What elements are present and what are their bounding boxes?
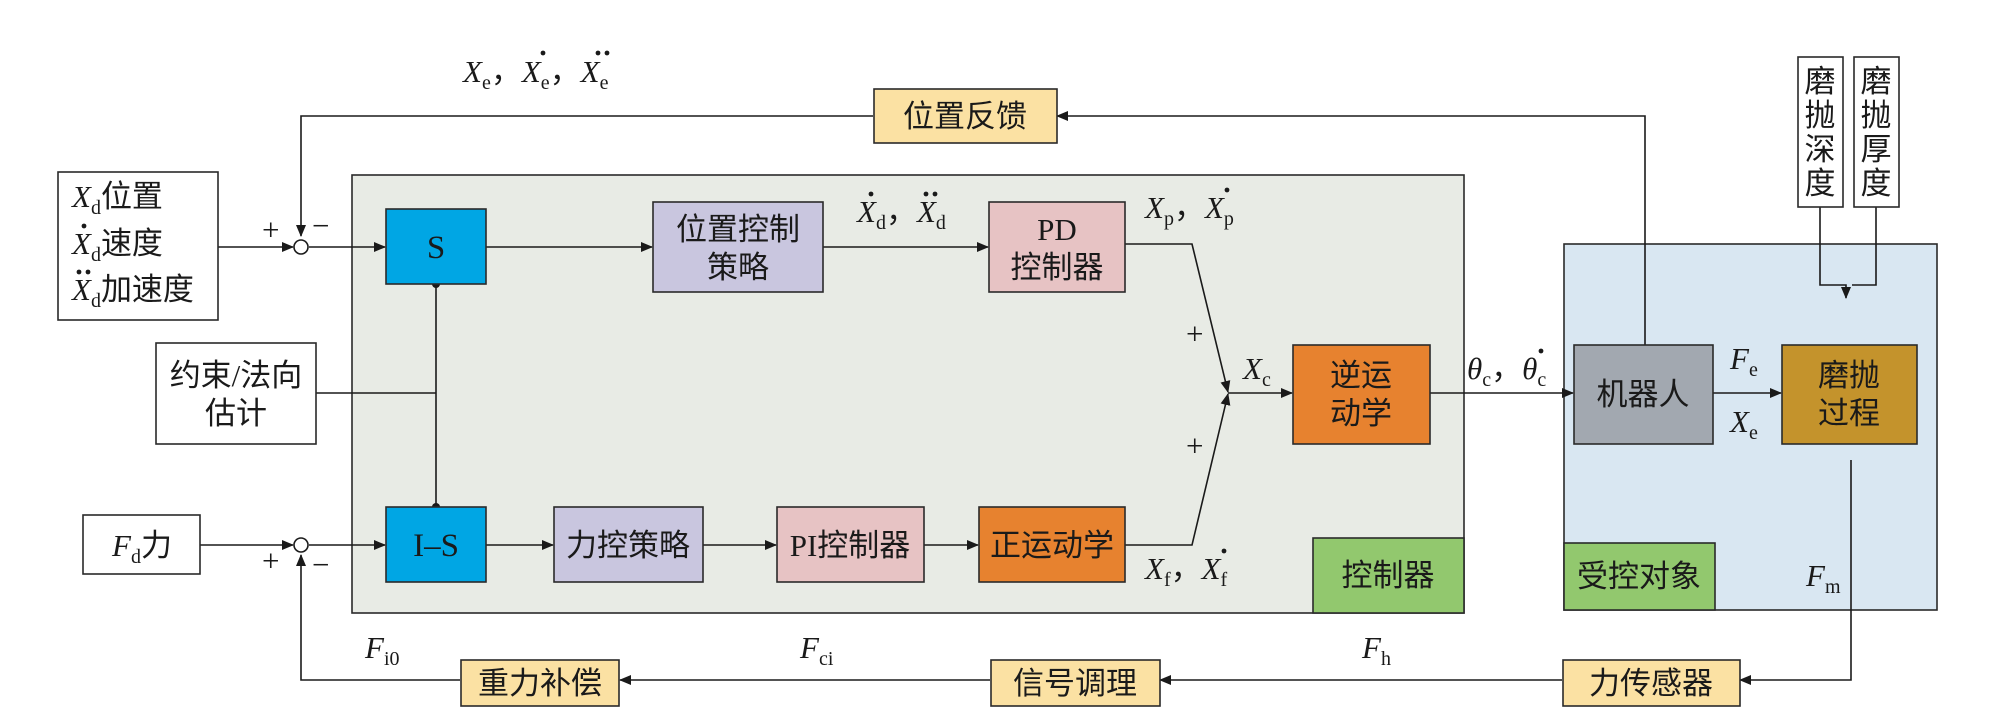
controller-label: 控制器 [1342,558,1435,593]
svg-text:Xd，Xd: Xd，Xd [855,194,946,234]
xc-label: Xc [1241,351,1271,391]
thickness-to-grind [1852,207,1877,286]
robot-to-pos-feedback [1056,111,1646,345]
thickness-char-1: 磨 [1861,64,1892,99]
position-feedback-label: 位置反馈 [903,99,1027,134]
fci-label: Fci [799,630,834,670]
pd-label-1: PD [1037,212,1077,247]
pi-label: PI控制器 [790,528,911,563]
grinding-label-1: 磨抛 [1818,358,1880,393]
sum2-minus: − [312,547,329,582]
forward-kinematics-block: 正运动学 [978,506,1126,583]
fd-text: Fd力 [111,528,172,568]
fi0-label: Fi0 [364,630,400,670]
xd-acc-text: Xd加速度 [70,272,194,312]
theta-label: θc，θc [1467,348,1546,391]
fm-label: Fm [1805,558,1841,598]
gravity-compensation-block: 重力补偿 [460,659,620,707]
svg-text:Xe，Xe，Xe: Xe，Xe，Xe [461,54,609,94]
thickness-char-4: 度 [1861,166,1892,201]
svg-text:Xp，Xp: Xp，Xp [1143,190,1234,230]
xd-vel-text: Xd速度 [70,226,163,266]
xf-label: Xf，Xf [1143,548,1228,591]
grinding-process-block: 磨抛 过程 [1781,344,1918,445]
fk-to-junction [1125,393,1231,546]
is-block-label: I–S [413,528,459,564]
xd-vel-dot [81,223,87,229]
is-block: I–S [385,506,487,583]
xd-input-block: Xd位置 Xd速度 Xd加速度 [57,171,219,321]
inverse-kinematics-label-2: 动学 [1330,396,1392,431]
gravity-to-sum2 [296,554,460,681]
position-strategy-label-2: 策略 [707,250,769,285]
fe-label: Fe [1729,341,1758,381]
signal-conditioning-block: 信号调理 [990,659,1161,707]
thickness-char-3: 厚 [1861,132,1892,167]
pi-controller-block: PI控制器 [776,506,925,583]
fh-label: Fh [1361,630,1391,670]
fd-input-block: Fd力 [82,514,201,575]
summing-junction-force [293,537,309,553]
force-sensor-block: 力传感器 [1562,659,1741,707]
depth-char-2: 抛 [1805,98,1836,133]
inverse-kinematics-block: 逆运 动学 [1292,344,1431,445]
xd-derivative-label: Xd，Xd [855,191,946,234]
xe-label: Xe [1728,404,1758,444]
signal-conditioning-label: 信号调理 [1013,666,1137,701]
forward-kinematics-label: 正运动学 [990,528,1114,563]
force-strategy-block: 力控策略 [553,506,704,583]
plant-label-box: 受控对象 [1563,542,1716,611]
xp-label: Xp，Xp [1143,187,1234,230]
gravity-compensation-label: 重力补偿 [478,666,602,701]
summing-junction-position [293,239,309,255]
grinding-thickness-block: 磨 抛 厚 度 [1853,56,1900,208]
sum1-plus: + [262,212,279,247]
svg-text:Xf，Xf: Xf，Xf [1143,551,1228,591]
depth-char-4: 度 [1805,166,1836,201]
robot-label: 机器人 [1597,377,1690,412]
force-strategy-label: 力控策略 [566,528,690,563]
position-strategy-label-1: 位置控制 [676,212,800,247]
grind-to-force-sensor [1739,460,1852,685]
depth-char-3: 深 [1805,132,1836,167]
depth-to-grind [1819,207,1851,299]
plant-label: 受控对象 [1577,559,1701,594]
inverse-kinematics-label-1: 逆运 [1330,358,1392,393]
grinding-label-2: 过程 [1818,396,1880,431]
pd-label-2: 控制器 [1011,250,1104,285]
sum2-plus: + [262,543,279,578]
constraint-label-2: 估计 [205,396,267,431]
controller-label-box: 控制器 [1312,537,1465,614]
pd-to-junction [1125,243,1231,393]
position-strategy-block: 位置控制 策略 [652,201,824,293]
xd-acc-dot-2 [85,269,91,275]
junction-plus-bottom: + [1186,428,1203,463]
pos-feedback-to-sum1 [296,115,873,237]
force-sensor-label: 力传感器 [1589,666,1713,701]
junction-plus-top: + [1186,316,1203,351]
depth-char-1: 磨 [1805,64,1836,99]
position-feedback-block: 位置反馈 [873,88,1058,144]
sum1-minus: − [312,208,329,243]
thickness-char-2: 抛 [1861,98,1892,133]
grinding-depth-block: 磨 抛 深 度 [1797,56,1844,208]
constraint-label-1: 约束/法向 [170,358,303,393]
xd-pos-text: Xd位置 [70,179,163,219]
robot-block: 机器人 [1573,344,1714,445]
svg-text:θc，θc: θc，θc [1467,351,1546,391]
xd-acc-dot-1 [76,269,82,275]
constraint-estimation-block: 约束/法向 估计 [155,342,317,445]
xe-feedback-label: Xe，Xe，Xe [461,50,610,94]
s-block: S [385,208,487,285]
s-block-label: S [427,230,445,266]
pd-controller-block: PD 控制器 [988,201,1126,293]
